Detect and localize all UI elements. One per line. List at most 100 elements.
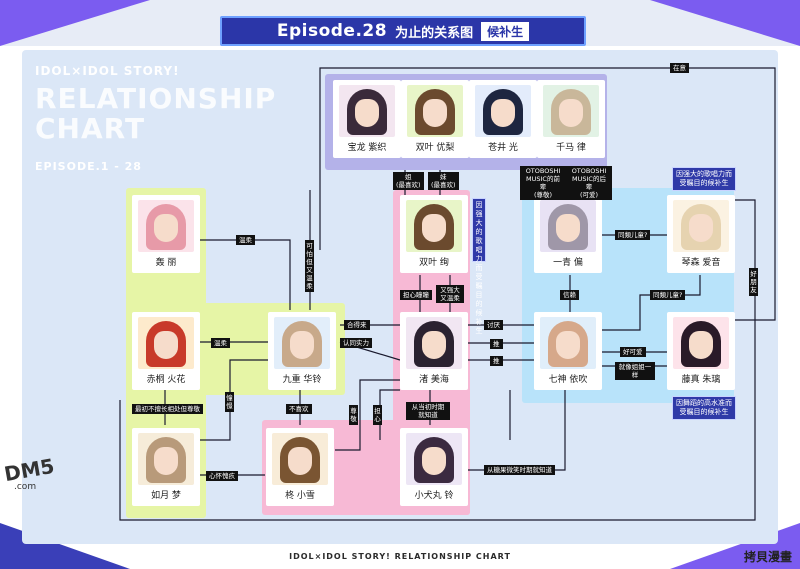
- edge-label: 认同实力: [340, 338, 372, 348]
- edge-label: 推: [490, 339, 503, 349]
- edge-label: 尊敬: [349, 405, 358, 425]
- character-card-mana[interactable]: 双叶 绚: [400, 195, 468, 273]
- character-card-shiori[interactable]: 宝龙 紫织: [333, 80, 401, 158]
- character-name: 轰 丽: [155, 258, 177, 268]
- title-tag: 候补生: [481, 21, 530, 41]
- edge-label: 不喜欢: [286, 404, 312, 414]
- episode-range: EPISODE.1 - 28: [35, 160, 142, 173]
- chart-heading: RELATIONSHIP CHART: [35, 84, 276, 144]
- edge-label-sub: (可爱): [579, 191, 599, 199]
- edge-label: OTOBOSHI MUSIC的前辈(尊敬): [520, 166, 566, 200]
- edge-label-main: OTOBOSHI MUSIC的后辈: [571, 167, 607, 191]
- edge-label-main: 妹: [440, 173, 447, 181]
- portrait: [475, 85, 531, 137]
- edge-label: 同類儿童?: [615, 230, 651, 240]
- chart-heading-line1: RELATIONSHIP: [35, 82, 277, 115]
- portrait: [540, 200, 596, 252]
- watermark-corner: 拷貝漫畫: [743, 550, 792, 564]
- edge-label: 好朋友: [749, 268, 758, 296]
- edge-label: 担心瞳瞳: [400, 290, 432, 300]
- edge-label: 憧憬: [225, 392, 234, 412]
- annotation-note: 因强大的歌唱力而受瞩目的候补生: [472, 198, 486, 335]
- portrait: [138, 200, 194, 252]
- corner-decoration: [0, 0, 150, 46]
- portrait: [406, 433, 462, 485]
- corner-decoration: [650, 0, 800, 46]
- edge-label: 姐(最喜欢): [393, 172, 424, 190]
- portrait: [406, 317, 462, 369]
- page-title: Episode.28 为止的关系图 候补生: [220, 16, 586, 46]
- character-name: 双叶 绚: [419, 258, 449, 268]
- character-card-kanade[interactable]: 九重 华铃: [268, 312, 336, 390]
- character-name: 苍井 光: [488, 143, 518, 153]
- portrait: [540, 317, 596, 369]
- edge-label-sub: (尊敬): [533, 191, 553, 199]
- edge-label-sub: (最喜欢): [431, 181, 456, 189]
- character-name: 宝龙 紫织: [347, 143, 387, 153]
- edge-label-main: OTOBOSHI MUSIC的前辈: [525, 167, 561, 191]
- character-card-yuri[interactable]: 双叶 优梨: [401, 80, 469, 158]
- character-card-ibuki[interactable]: 七神 依吹: [534, 312, 602, 390]
- edge-label-main: 姐: [405, 173, 412, 181]
- edge-label: 最初不擅长相处但尊敬: [132, 404, 203, 414]
- character-name: 柊 小雪: [285, 491, 315, 501]
- portrait: [407, 85, 463, 137]
- edge-label: 推: [490, 356, 503, 366]
- character-name: 琴森 爱音: [681, 258, 721, 268]
- edge-label: 妹(最喜欢): [428, 172, 459, 190]
- character-name: 九重 华铃: [282, 375, 322, 385]
- character-name: 七神 依吹: [548, 375, 588, 385]
- character-card-kokuri[interactable]: 小犬丸 铃: [400, 428, 468, 506]
- portrait: [673, 317, 729, 369]
- character-name: 藤真 朱璃: [681, 375, 721, 385]
- portrait: [673, 200, 729, 252]
- footer-credit: IDOL×IDOL STORY! RELATIONSHIP CHART: [289, 552, 511, 561]
- portrait: [272, 433, 328, 485]
- character-card-aine[interactable]: 琴森 爱音: [667, 195, 735, 273]
- portrait: [138, 317, 194, 369]
- edge-label: OTOBOSHI MUSIC的后辈(可爱): [566, 166, 612, 200]
- edge-label: 在意: [670, 63, 689, 73]
- edge-label: 担心: [373, 405, 382, 425]
- edge-label: 温柔: [211, 338, 230, 348]
- edge-label: 可怕但又温柔: [305, 240, 314, 292]
- edge-label: 讨厌: [484, 320, 503, 330]
- character-name: 渚 美海: [419, 375, 449, 385]
- edge-label: 信赖: [560, 290, 579, 300]
- edge-label: 温柔: [236, 235, 255, 245]
- annotation-note: 因强大的歌唱力而受瞩目的候补生: [672, 167, 736, 191]
- character-name: 小犬丸 铃: [414, 491, 454, 501]
- edge-label: 同類儿童?: [650, 290, 686, 300]
- edge-label: 又强大又温柔: [436, 285, 464, 303]
- edge-label-sub: (最喜欢): [396, 181, 421, 189]
- character-name: 如月 梦: [151, 491, 181, 501]
- portrait: [274, 317, 330, 369]
- character-card-akari[interactable]: 藤真 朱璃: [667, 312, 735, 390]
- episode-label: Episode.28: [276, 21, 388, 41]
- series-name: IDOL×IDOL STORY!: [35, 64, 180, 78]
- character-name: 千马 律: [556, 143, 586, 153]
- character-card-koyuki[interactable]: 柊 小雪: [266, 428, 334, 506]
- edge-label: 从糖果微笑时期就知道: [484, 465, 555, 475]
- character-card-hikaru[interactable]: 苍井 光: [469, 80, 537, 158]
- edge-label: 合得来: [344, 320, 370, 330]
- chart-heading-line2: CHART: [35, 112, 146, 145]
- character-card-urara[interactable]: 轰 丽: [132, 195, 200, 273]
- portrait: [543, 85, 599, 137]
- title-text: 为止的关系图: [395, 25, 474, 41]
- character-card-yume[interactable]: 如月 梦: [132, 428, 200, 506]
- character-card-ritsu[interactable]: 千马 律: [537, 80, 605, 158]
- edge-label: 就像姐姐一样: [615, 362, 655, 380]
- character-card-hitoe[interactable]: 一青 偏: [534, 195, 602, 273]
- character-card-nagisa[interactable]: 渚 美海: [400, 312, 468, 390]
- portrait: [339, 85, 395, 137]
- edge-label: 从当初时期就知道: [406, 402, 450, 420]
- character-name: 双叶 优梨: [415, 143, 455, 153]
- watermark-site: .com: [14, 482, 37, 492]
- edge-label: 心怀愧疚: [206, 471, 238, 481]
- character-name: 一青 偏: [553, 258, 583, 268]
- character-card-hibana[interactable]: 赤桐 火花: [132, 312, 200, 390]
- portrait: [406, 200, 462, 252]
- annotation-note: 因舞蹈的高水准而受瞩目的候补生: [672, 396, 736, 420]
- portrait: [138, 433, 194, 485]
